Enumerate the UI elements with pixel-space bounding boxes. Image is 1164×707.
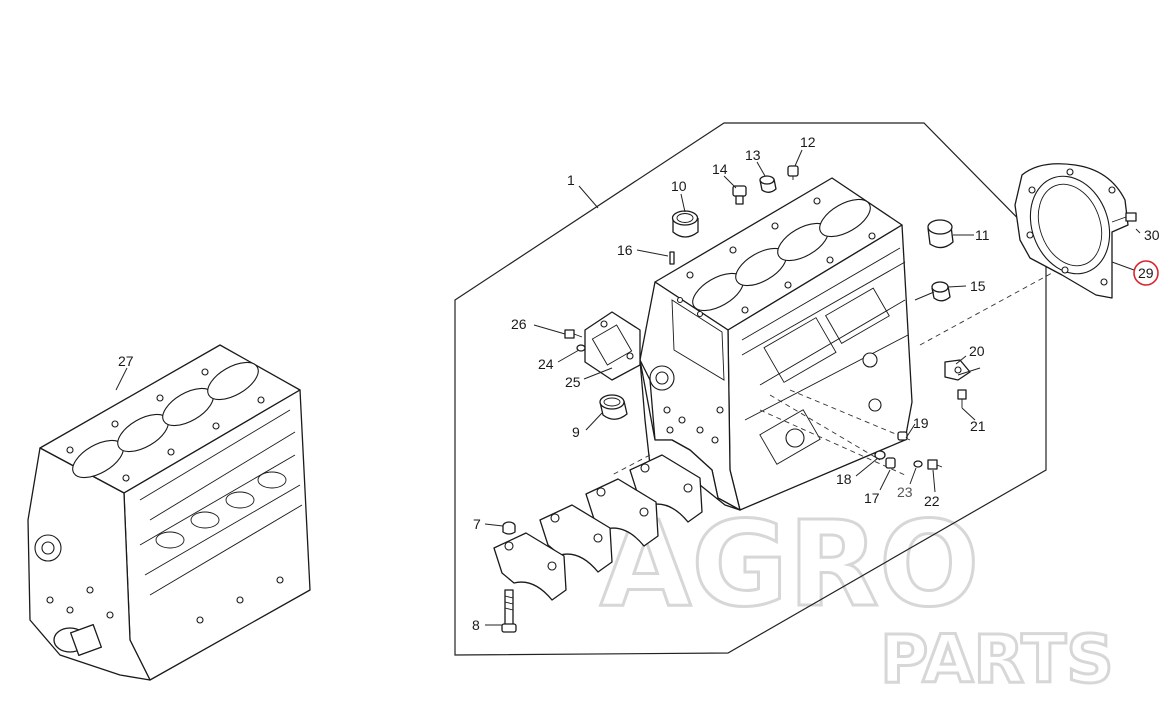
label-part-12[interactable]: 12 xyxy=(800,134,816,150)
assembly-boundary xyxy=(454,122,1047,656)
label-part-26[interactable]: 26 xyxy=(511,316,527,332)
label-part-19[interactable]: 19 xyxy=(913,415,929,431)
engine-block-main[interactable] xyxy=(639,177,913,511)
label-part-22[interactable]: 22 xyxy=(924,493,940,509)
part-10-plug[interactable] xyxy=(671,210,699,238)
label-part-21[interactable]: 21 xyxy=(970,418,986,434)
part-9-bushing[interactable] xyxy=(599,394,628,420)
part-8-bolt[interactable] xyxy=(501,589,517,633)
label-part-23[interactable]: 23 xyxy=(897,484,913,500)
part-20-bracket[interactable] xyxy=(944,359,971,381)
watermark-line2: PARTS xyxy=(880,621,1114,698)
main-bearing-caps[interactable] xyxy=(493,454,703,601)
label-part-24[interactable]: 24 xyxy=(538,356,554,372)
part-labels: 1 10 14 13 12 16 11 15 26 24 25 9 20 21 … xyxy=(118,134,1160,633)
label-part-20[interactable]: 20 xyxy=(969,343,985,359)
bearing-cap-4[interactable] xyxy=(493,532,567,601)
label-part-27[interactable]: 27 xyxy=(118,353,134,369)
part-16-pin[interactable] xyxy=(669,251,675,265)
part-25-cover-plate[interactable] xyxy=(584,311,641,381)
part-23-washer[interactable] xyxy=(913,460,923,468)
watermark: AGRO PARTS xyxy=(599,494,1116,700)
part-22-bolt[interactable] xyxy=(927,459,943,470)
bearing-cap-3[interactable] xyxy=(539,504,613,573)
label-part-15[interactable]: 15 xyxy=(970,278,986,294)
label-part-1[interactable]: 1 xyxy=(567,172,575,188)
part-17-plug[interactable] xyxy=(885,457,896,469)
leader-lines xyxy=(115,149,1141,626)
label-part-16[interactable]: 16 xyxy=(617,242,633,258)
part-19-plug[interactable] xyxy=(897,431,908,441)
label-part-17[interactable]: 17 xyxy=(864,490,880,506)
selected-part-marker xyxy=(1133,260,1159,286)
part-15-plug[interactable] xyxy=(931,281,951,302)
bearing-cap-1[interactable] xyxy=(629,454,703,523)
watermark-line1: AGRO xyxy=(600,495,979,633)
label-part-8[interactable]: 8 xyxy=(472,617,480,633)
engine-block-assembly[interactable] xyxy=(27,344,311,681)
label-part-7[interactable]: 7 xyxy=(473,516,481,532)
label-part-14[interactable]: 14 xyxy=(712,161,728,177)
part-18-plug[interactable] xyxy=(874,450,886,460)
part-30-bolt[interactable] xyxy=(1111,212,1137,223)
rear-seal-housing[interactable] xyxy=(1014,163,1129,299)
label-part-29[interactable]: 29 xyxy=(1138,265,1154,281)
part-14-plug[interactable] xyxy=(732,185,747,205)
label-part-13[interactable]: 13 xyxy=(745,147,761,163)
label-part-25[interactable]: 25 xyxy=(565,374,581,390)
part-24-washer[interactable] xyxy=(576,344,586,352)
label-part-10[interactable]: 10 xyxy=(671,178,687,194)
part-7-dowel[interactable] xyxy=(502,521,516,535)
part-11-plug[interactable] xyxy=(927,219,954,249)
label-part-30[interactable]: 30 xyxy=(1144,227,1160,243)
label-part-11[interactable]: 11 xyxy=(975,227,990,243)
label-part-9[interactable]: 9 xyxy=(572,424,580,440)
part-21-bolt[interactable] xyxy=(957,389,967,408)
label-part-18[interactable]: 18 xyxy=(836,471,852,487)
part-13-cap[interactable] xyxy=(759,175,777,193)
part-26-bolt[interactable] xyxy=(564,329,583,339)
part-12-screw[interactable] xyxy=(787,165,799,180)
